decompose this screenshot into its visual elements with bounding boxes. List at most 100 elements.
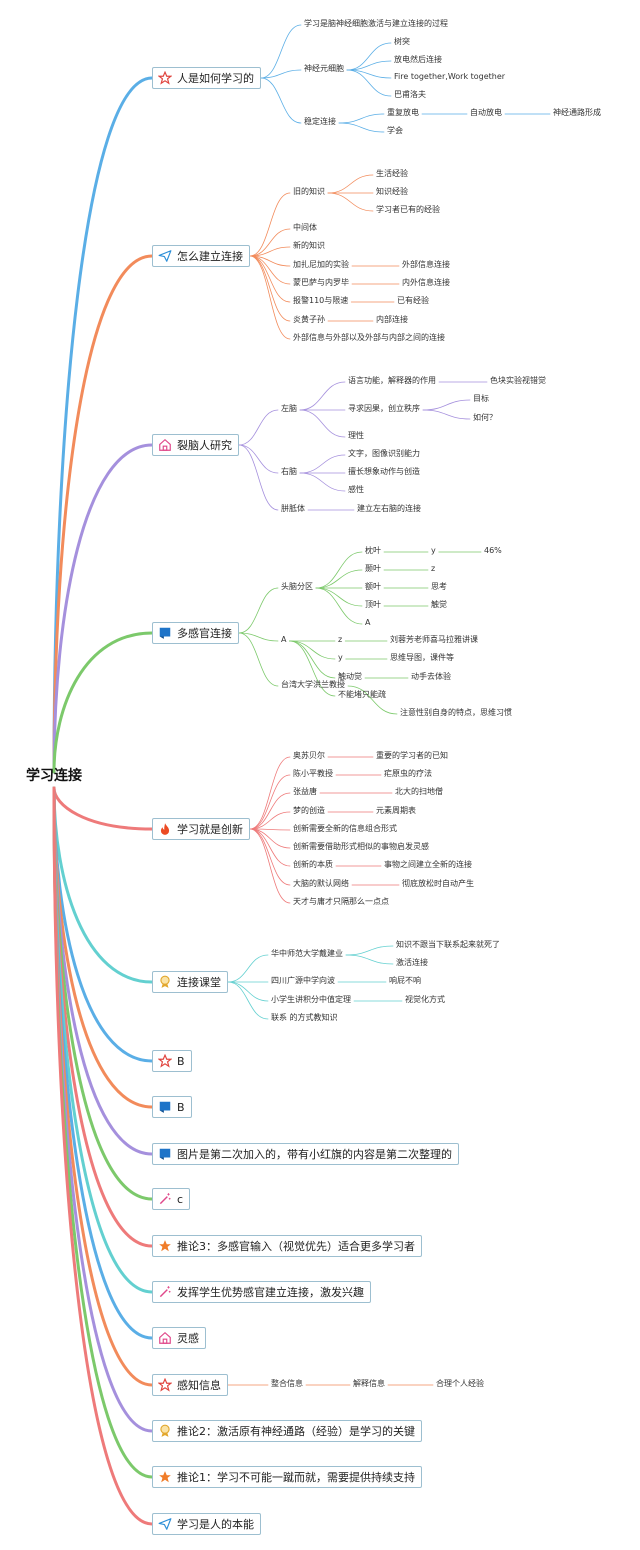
subtopic[interactable]: 学习是脑神经细胞激活与建立连接的过程 [304, 19, 448, 28]
branch-topic[interactable]: 推论3：多感官输入（视觉优先）适合更多学习者 [152, 1235, 422, 1257]
subtopic-detail[interactable]: 合理个人经验 [436, 1379, 484, 1388]
subtopic[interactable]: 创新需要借助形式相似的事物启发灵感 [293, 842, 429, 851]
subtopic-detail[interactable]: 思维导图，课件等 [390, 653, 454, 662]
branch-topic[interactable]: 裂脑人研究 [152, 434, 239, 456]
subtopic-detail[interactable]: 外部信息连接 [402, 260, 450, 269]
subtopic-detail[interactable]: 彻底放松时自动产生 [402, 879, 474, 888]
subtopic-detail[interactable]: 建立左右脑的连接 [357, 504, 421, 513]
subtopic-detail[interactable]: z [431, 564, 436, 573]
subtopic[interactable]: 台湾大学洪兰教授 [281, 680, 345, 689]
root-topic[interactable]: 学习连接 [26, 768, 82, 784]
subtopic-detail[interactable]: 巴甫洛夫 [394, 90, 426, 99]
branch-topic[interactable]: B [152, 1096, 192, 1118]
subtopic[interactable]: 外部信息与外部以及外部与内部之间的连接 [293, 333, 445, 342]
subtopic-detail[interactable]: 知识经验 [376, 187, 408, 196]
subtopic-detail[interactable]: 自动放电 [470, 108, 502, 117]
subtopic[interactable]: 新的知识 [293, 241, 325, 250]
subtopic-detail[interactable]: 放电然后连接 [394, 55, 442, 64]
subtopic-detail[interactable]: 内外信息连接 [402, 278, 450, 287]
subtopic-detail[interactable]: 激活连接 [396, 958, 428, 967]
subtopic-detail[interactable]: 枕叶 [365, 546, 381, 555]
subtopic-detail[interactable]: 不能堵只能疏 [338, 690, 386, 699]
branch-topic[interactable]: 发挥学生优势感官建立连接，激发兴趣 [152, 1281, 371, 1303]
subtopic[interactable]: 蒙巴萨与内罗毕 [293, 278, 349, 287]
subtopic-detail[interactable]: 北大的扫地僧 [395, 787, 443, 796]
subtopic-detail[interactable]: 内部连接 [376, 315, 408, 324]
subtopic-detail[interactable]: 重复放电 [387, 108, 419, 117]
subtopic-detail[interactable]: 46% [484, 546, 502, 555]
subtopic-detail[interactable]: 目标 [473, 394, 489, 403]
subtopic-detail[interactable]: 神经通路形成 [553, 108, 601, 117]
subtopic[interactable]: 天才与庸才只隔那么一点点 [293, 897, 389, 906]
subtopic[interactable]: 中间体 [293, 223, 317, 232]
subtopic[interactable]: 联系 的方式教知识 [271, 1013, 338, 1022]
branch-topic[interactable]: B [152, 1050, 192, 1072]
branch-topic[interactable]: 多感官连接 [152, 622, 239, 644]
subtopic[interactable]: 炎黄子孙 [293, 315, 325, 324]
subtopic-detail[interactable]: 注意性别自身的特点，思维习惯 [400, 708, 512, 717]
branch-topic[interactable]: 学习是人的本能 [152, 1513, 261, 1535]
branch-topic[interactable]: 怎么建立连接 [152, 245, 250, 267]
subtopic[interactable]: 左脑 [281, 404, 297, 413]
subtopic[interactable]: 大脑的默认网络 [293, 879, 349, 888]
subtopic[interactable]: 陈小平教授 [293, 769, 333, 778]
subtopic-detail[interactable]: 元素周期表 [376, 806, 416, 815]
subtopic[interactable]: 张益唐 [293, 787, 317, 796]
subtopic-detail[interactable]: 顶叶 [365, 600, 381, 609]
subtopic-detail[interactable]: 如何？ [473, 413, 497, 422]
subtopic[interactable]: 右脑 [281, 467, 297, 476]
subtopic-detail[interactable]: 颞叶 [365, 564, 381, 573]
subtopic[interactable]: 华中师范大学戴建业 [271, 949, 343, 958]
subtopic[interactable]: 小学生讲积分中值定理 [271, 995, 351, 1004]
subtopic[interactable]: 创新需要全新的信息组合形式 [293, 824, 397, 833]
subtopic-detail[interactable]: 触动觉 [338, 672, 362, 681]
subtopic[interactable]: 旧的知识 [293, 187, 325, 196]
subtopic-detail[interactable]: 视觉化方式 [405, 995, 445, 1004]
branch-topic[interactable]: 人是如何学习的 [152, 67, 261, 89]
subtopic-detail[interactable]: A [365, 618, 371, 627]
subtopic-detail[interactable]: y [431, 546, 436, 555]
subtopic-detail[interactable]: 响屁不响 [389, 976, 421, 985]
subtopic-detail[interactable]: 理性 [348, 431, 364, 440]
subtopic[interactable]: A [281, 635, 287, 644]
subtopic-detail[interactable]: 动手去体验 [411, 672, 451, 681]
subtopic-detail[interactable]: 事物之间建立全新的连接 [384, 860, 472, 869]
subtopic-detail[interactable]: 知识不跟当下联系起来就死了 [396, 940, 500, 949]
subtopic-detail[interactable]: z [338, 635, 343, 644]
branch-topic[interactable]: 图片是第二次加入的，带有小红旗的内容是第二次整理的 [152, 1143, 459, 1165]
branch-topic[interactable]: 推论2：激活原有神经通路（经验）是学习的关键 [152, 1420, 422, 1442]
subtopic-detail[interactable]: 寻求因果，创立秩序 [348, 404, 420, 413]
subtopic-detail[interactable]: 色块实验视错觉 [490, 376, 546, 385]
subtopic-detail[interactable]: 思考 [431, 582, 447, 591]
branch-topic[interactable]: 学习就是创新 [152, 818, 250, 840]
subtopic[interactable]: 奥苏贝尔 [293, 751, 325, 760]
subtopic[interactable]: 头脑分区 [281, 582, 313, 591]
subtopic-detail[interactable]: 文字，图像识别能力 [348, 449, 420, 458]
subtopic[interactable]: 报警110与限速 [293, 296, 349, 305]
subtopic-detail[interactable]: 感性 [348, 485, 364, 494]
branch-topic[interactable]: c [152, 1188, 191, 1210]
subtopic[interactable]: 创新的本质 [293, 860, 333, 869]
subtopic-detail[interactable]: 学习者已有的经验 [376, 205, 440, 214]
subtopic[interactable]: 胼胝体 [281, 504, 305, 513]
branch-topic[interactable]: 感知信息 [152, 1374, 228, 1396]
subtopic-detail[interactable]: 生活经验 [376, 169, 408, 178]
subtopic-detail[interactable]: 额叶 [365, 582, 381, 591]
subtopic-detail[interactable]: 树突 [394, 37, 410, 46]
subtopic-detail[interactable]: 触觉 [431, 600, 447, 609]
branch-topic[interactable]: 连接课堂 [152, 971, 228, 993]
subtopic[interactable]: 四川广源中学向波 [271, 976, 335, 985]
subtopic-detail[interactable]: 刘蓉芳老师喜马拉雅讲课 [390, 635, 478, 644]
branch-topic[interactable]: 推论1：学习不可能一蹴而就，需要提供持续支持 [152, 1466, 422, 1488]
subtopic-detail[interactable]: 学会 [387, 126, 403, 135]
subtopic[interactable]: 加扎尼加的实验 [293, 260, 349, 269]
subtopic-detail[interactable]: 重要的学习者的已知 [376, 751, 448, 760]
subtopic-detail[interactable]: 解释信息 [353, 1379, 385, 1388]
subtopic-detail[interactable]: 擅长想象动作与创造 [348, 467, 420, 476]
subtopic-detail[interactable]: 疟原虫的疗法 [384, 769, 432, 778]
subtopic[interactable]: 梦的创造 [293, 806, 325, 815]
subtopic[interactable]: 神经元细胞 [304, 64, 344, 73]
subtopic[interactable]: 稳定连接 [304, 117, 336, 126]
subtopic-detail[interactable]: y [338, 653, 343, 662]
subtopic-detail[interactable]: 语言功能，解释器的作用 [348, 376, 436, 385]
